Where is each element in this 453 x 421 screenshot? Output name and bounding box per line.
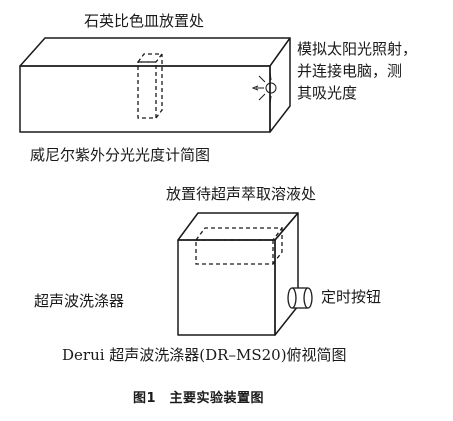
spectro-side-face <box>269 37 291 133</box>
timer-button <box>287 287 313 309</box>
solution-position-label: 放置待超声萃取溶液处 <box>166 185 317 203</box>
solution-tray <box>194 227 284 265</box>
figure-caption: 图1 主要实验装置图 <box>133 391 265 406</box>
ultrasonic-cleaner-box <box>177 212 299 336</box>
spectrophotometer-caption: 威尼尔紫外分光光度计简图 <box>30 146 211 164</box>
spectrophotometer-box <box>19 37 291 133</box>
ultrasonic-cleaner-label: 超声波洗涤器 <box>34 292 125 310</box>
sunlight-note-line2: 并连接电脑，测 <box>297 62 403 80</box>
cuvette-position-label: 石英比色皿放置处 <box>84 12 205 30</box>
sunlight-note-line1: 模拟太阳光照射， <box>297 40 418 58</box>
sun-icon <box>251 71 277 105</box>
ultrasonic-front-face <box>177 239 276 336</box>
spectro-front-face <box>19 65 271 133</box>
timer-button-label: 定时按钮 <box>321 288 382 306</box>
sunlight-note-line3: 其吸光度 <box>297 84 358 102</box>
quartz-cuvette <box>136 53 164 119</box>
ultrasonic-side-face <box>274 212 299 336</box>
ultrasonic-caption: Derui 超声波洗涤器(DR–MS20)俯视简图 <box>62 346 347 364</box>
ultrasonic-top-face <box>177 212 299 241</box>
